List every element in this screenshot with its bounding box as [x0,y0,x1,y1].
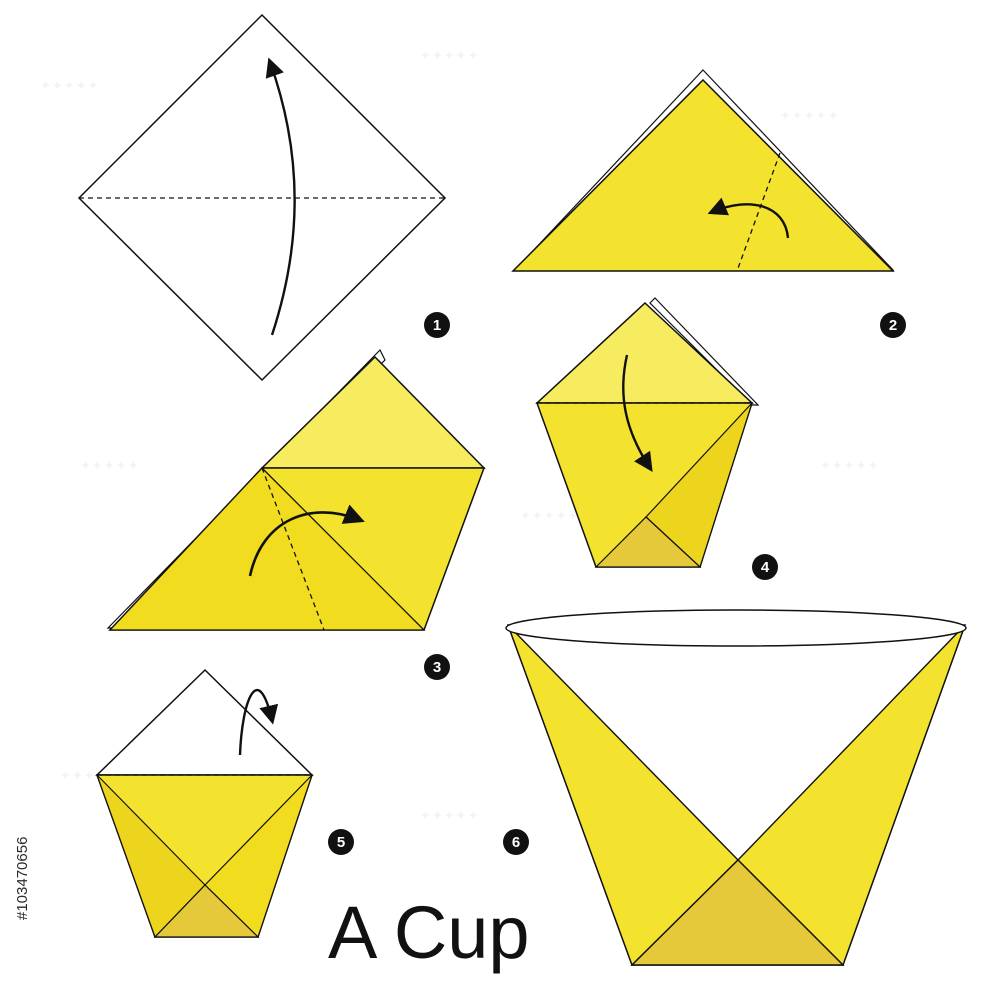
svg-text:✦✦✦✦✦: ✦✦✦✦✦ [80,459,139,474]
svg-text:✦✦✦✦✦: ✦✦✦✦✦ [420,49,479,64]
svg-text:✦✦✦✦✦: ✦✦✦✦✦ [40,79,99,94]
cup-rim [505,609,967,647]
paper-bottom-triangle [153,884,260,938]
step-badge-3: 3 [424,654,450,680]
svg-text:6: 6 [512,834,520,851]
svg-text:5: 5 [337,834,345,851]
svg-text:2: 2 [889,317,897,334]
step-4-diagram [535,297,760,569]
step-1-diagram [77,13,447,382]
step-6-diagram [505,609,967,967]
svg-text:1: 1 [433,317,441,334]
paper-bottom-triangle [594,516,702,568]
step-2-diagram [511,69,895,272]
svg-text:✦✦✦✦✦: ✦✦✦✦✦ [780,109,839,124]
cup-bottom-triangle [630,859,845,966]
step-badge-4: 4 [752,554,778,580]
fold-arrow [238,689,279,756]
svg-text:4: 4 [761,559,770,576]
fold-arrow [265,57,296,336]
step-badge-5: 5 [328,829,354,855]
fold-line [261,467,325,631]
fold-arrow [622,354,653,473]
svg-text:✦✦✦✦✦: ✦✦✦✦✦ [520,509,579,524]
step-badge-2: 2 [880,312,906,338]
paper-top-flap [260,355,486,469]
fold-arrow [248,504,365,577]
stock-id: #103470656 [14,837,31,920]
step-5-diagram [95,668,314,939]
step-badge-1: 1 [424,312,450,338]
svg-text:✦✦✦✦✦: ✦✦✦✦✦ [420,809,479,824]
paper-top-flap [535,301,754,404]
svg-text:✦✦✦✦✦: ✦✦✦✦✦ [820,459,879,474]
paper-top-flap [95,668,314,776]
diagram-title: A Cup [328,891,530,974]
svg-text:3: 3 [433,659,441,676]
step-3-diagram [106,348,486,631]
paper-folded-flap [108,467,426,631]
step-badge-6: 6 [503,829,529,855]
fold-line [736,152,781,272]
fold-arrow [707,197,790,239]
paper-triangle [511,78,895,272]
